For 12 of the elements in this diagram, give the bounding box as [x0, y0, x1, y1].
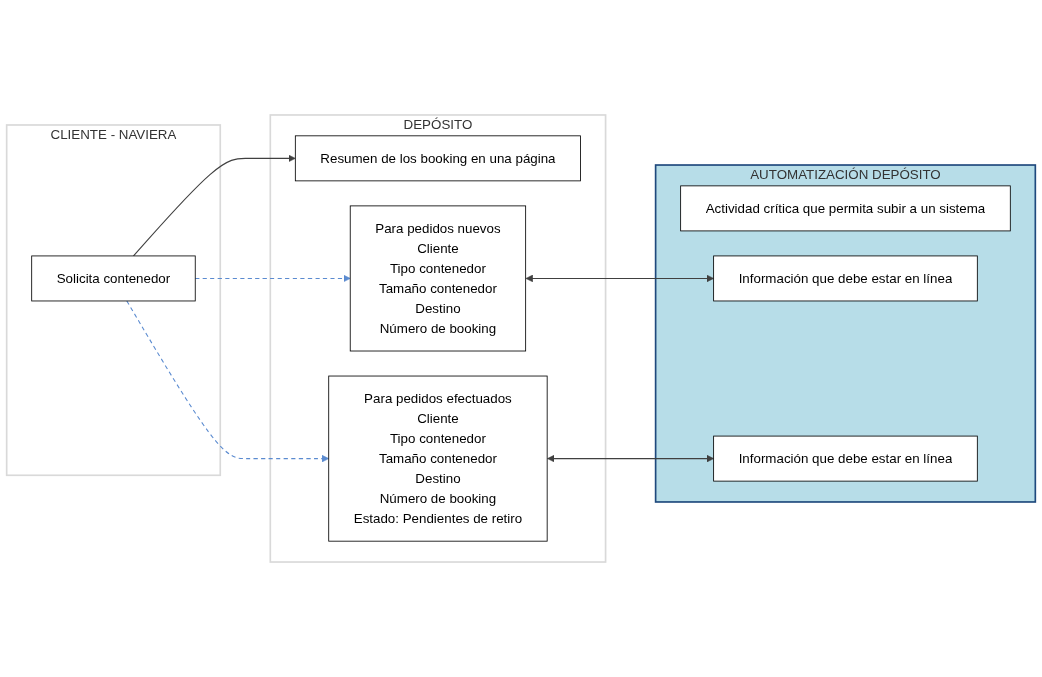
- node-box: Actividad crítica que permita subir a un sistema: [680, 185, 1011, 232]
- arrow: [525, 274, 714, 283]
- node-box: Para pedidos efectuados Cliente Tipo contenedor Tamaño contenedor Destino Número de booking Estado: Pendientes de retiro: [328, 375, 548, 542]
- arrow: [132, 154, 296, 257]
- node-box: Resumen de los booking en una página: [294, 135, 581, 182]
- node-box: Solicita contenedor: [31, 255, 196, 302]
- arrow: [194, 274, 351, 283]
- arrow: [126, 300, 330, 463]
- node-box: Para pedidos nuevos Cliente Tipo contenedor Tamaño contenedor Destino Número de booking: [349, 205, 527, 352]
- node-box: Información que debe estar en línea: [713, 255, 978, 302]
- node-box: Información que debe estar en línea: [713, 435, 978, 482]
- arrow: [547, 454, 714, 463]
